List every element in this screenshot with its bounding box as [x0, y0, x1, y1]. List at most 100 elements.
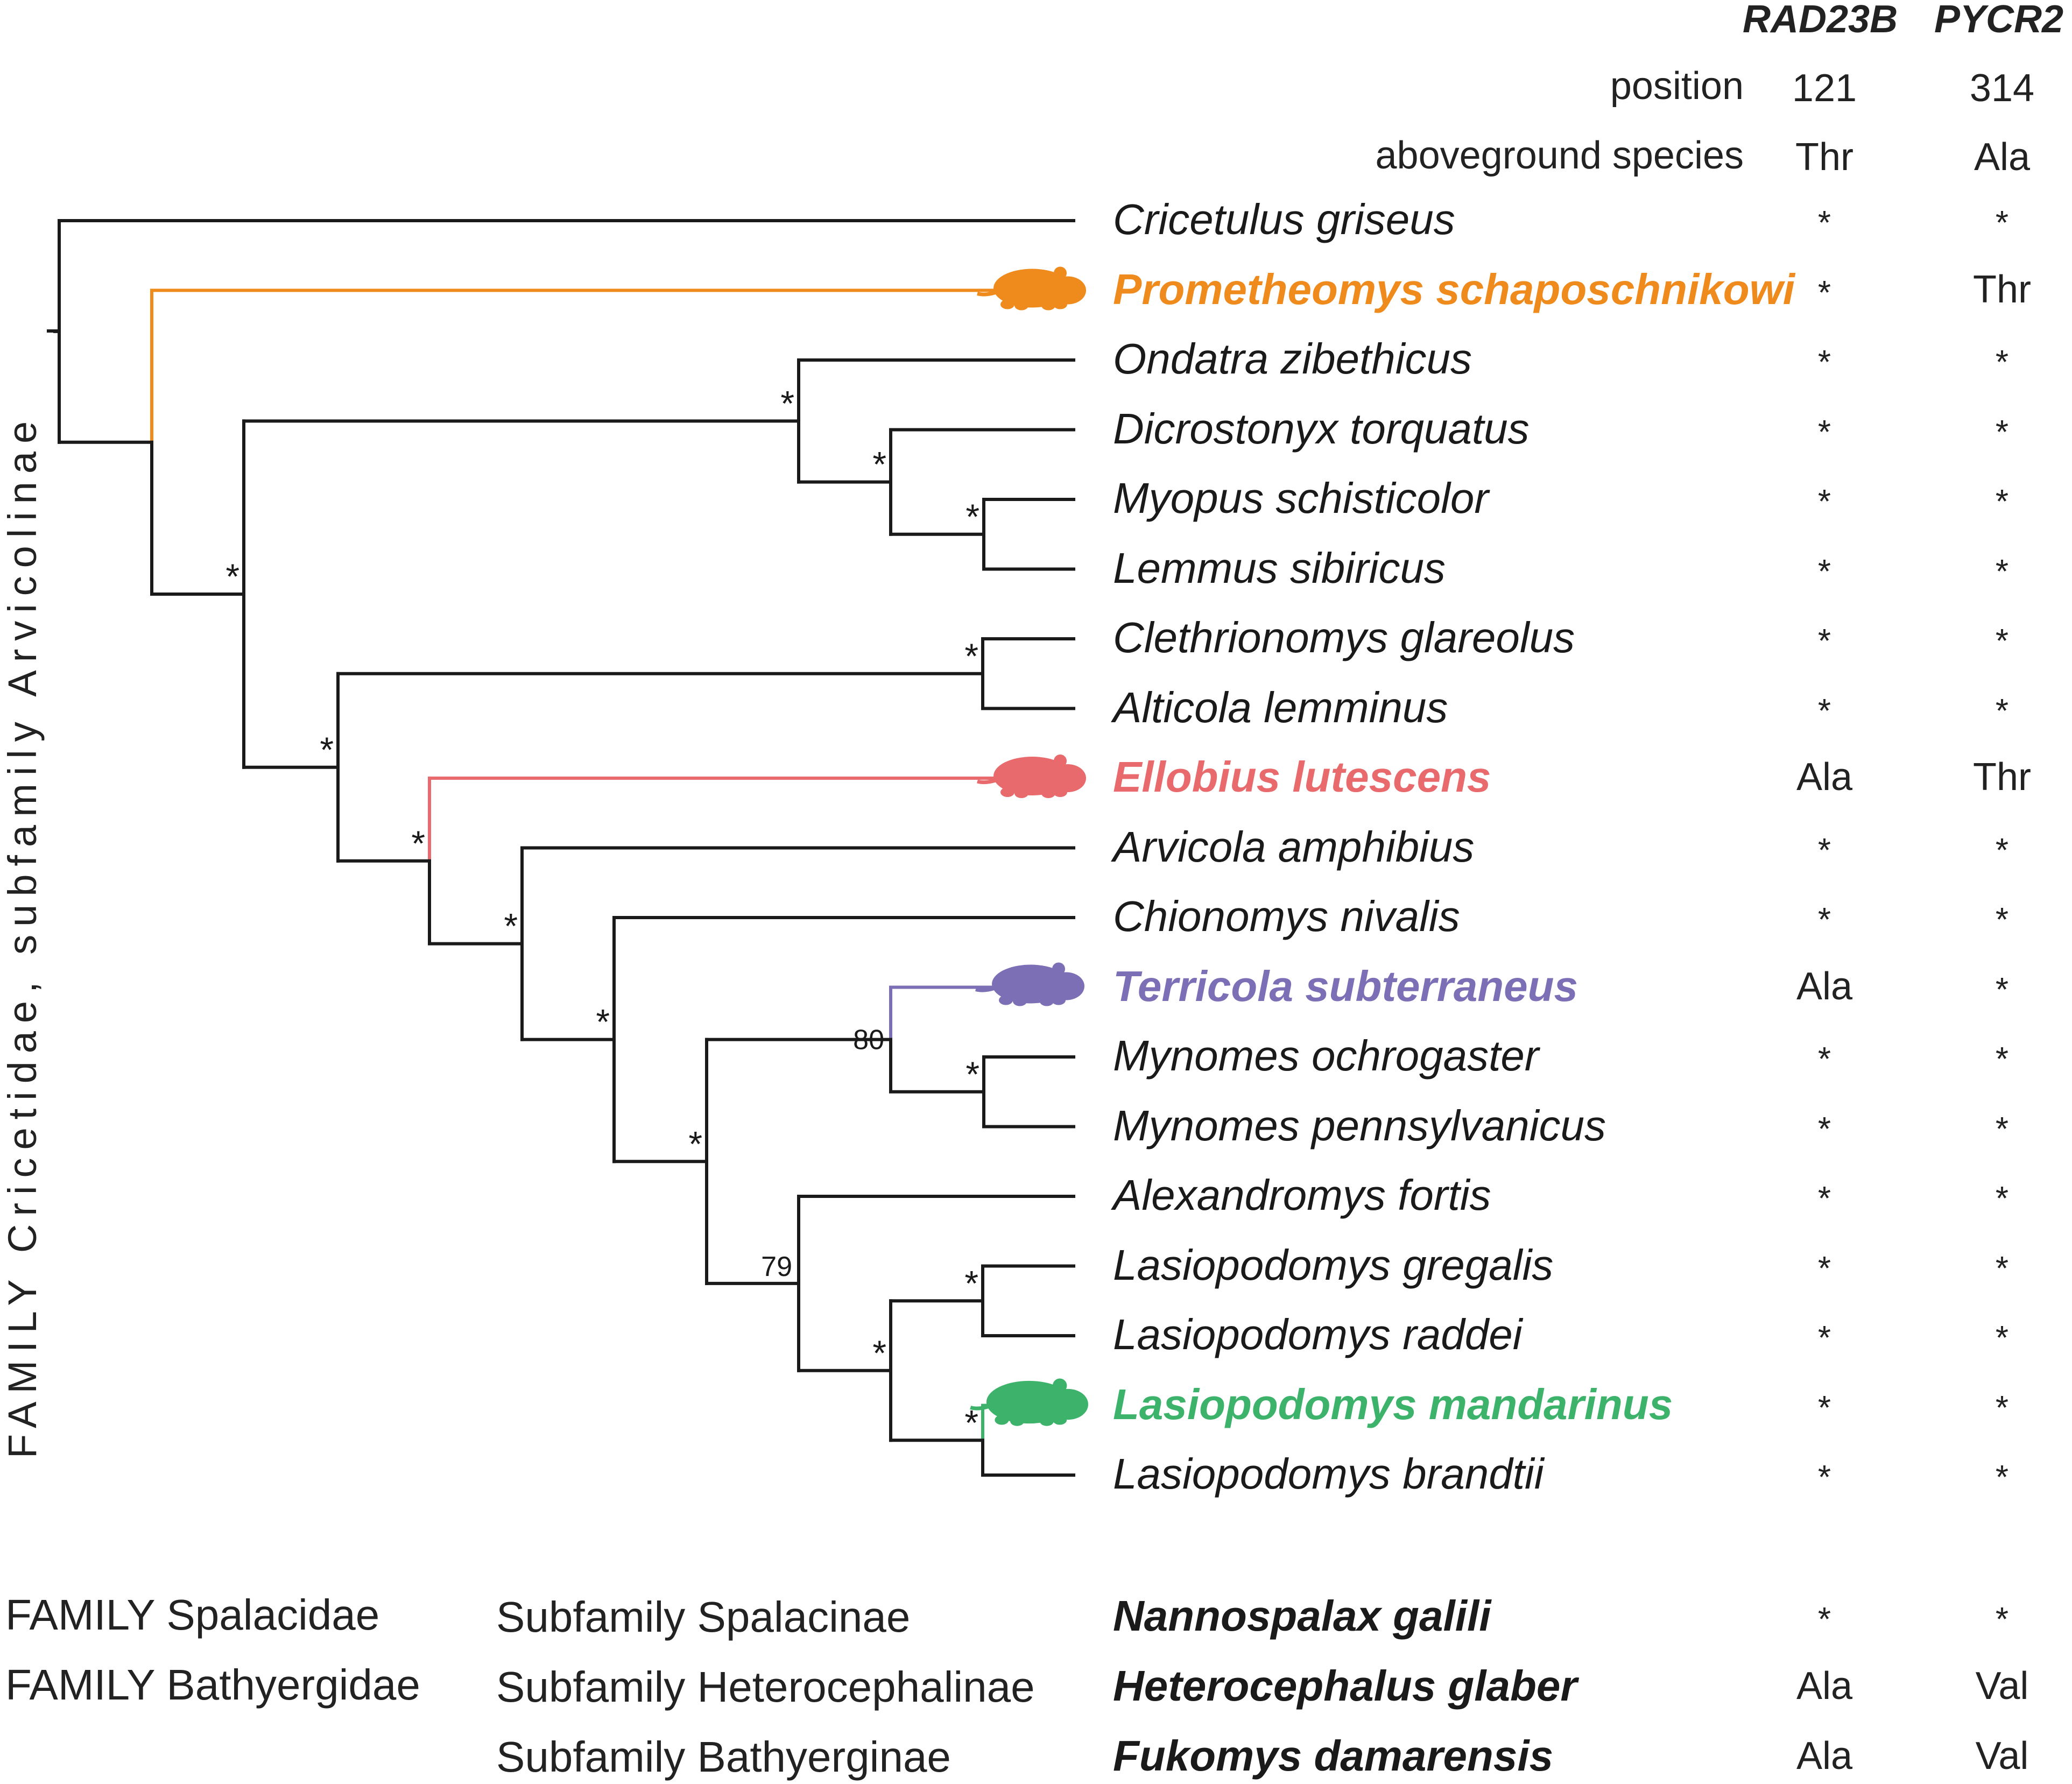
- pycr2-residue: *: [1995, 971, 2009, 1009]
- position-row-label: position: [1610, 65, 1744, 108]
- pycr2-residue: Thr: [1973, 756, 2031, 799]
- pycr2-residue: *: [1995, 1389, 2009, 1427]
- rad23b-residue: *: [1817, 692, 1831, 730]
- rad23b-residue: *: [1817, 1250, 1831, 1287]
- species-name: Lemmus sibiricus: [1113, 544, 1446, 592]
- rad23b-residue: *: [1817, 901, 1831, 939]
- branch-support-asterisk: *: [872, 445, 886, 484]
- outgroup-subfamily: Subfamily Bathyerginae: [496, 1733, 951, 1781]
- tree-branch: [889, 1038, 985, 1094]
- branch-support-80: 80: [853, 1025, 884, 1056]
- pycr2-residue: *: [1995, 1110, 2009, 1148]
- branch-support-asterisk: *: [596, 1002, 610, 1042]
- rad23b-residue: *: [1817, 1110, 1831, 1148]
- outgroup-family: FAMILY Spalacidae: [5, 1591, 380, 1639]
- species-name: Ellobius lutescens: [1113, 753, 1491, 801]
- species-name: Cricetulus griseus: [1113, 195, 1455, 243]
- pycr2-residue: *: [1995, 1601, 2009, 1638]
- aboveground-row-label: aboveground species: [1375, 134, 1744, 177]
- pycr2-residue: *: [1995, 901, 2009, 939]
- species-name: Clethrionomys glareolus: [1113, 614, 1575, 661]
- branch-support-asterisk: *: [225, 556, 239, 596]
- branch-support-79: 79: [761, 1251, 792, 1282]
- rad23b-residue: *: [1817, 1459, 1831, 1496]
- pycr2-residue: *: [1995, 831, 2009, 869]
- ellobius-branch: [428, 777, 1075, 863]
- pycr2-residue: Val: [1975, 1734, 2029, 1778]
- species-name: Lasiopodomys raddei: [1113, 1310, 1523, 1358]
- mole-vole-icon-orange: [977, 266, 1086, 311]
- branch-support-asterisk: *: [872, 1333, 886, 1373]
- rad23b-residue: *: [1817, 1320, 1831, 1357]
- aboveground-pycr2: Ala: [1974, 136, 2031, 179]
- outgroup-subfamily: Subfamily Heterocephalinae: [496, 1663, 1035, 1711]
- branch-support-asterisk: *: [320, 730, 334, 770]
- species-name: Alticola lemminus: [1113, 683, 1448, 731]
- outgroup-subfamily: Subfamily Spalacinae: [496, 1593, 911, 1641]
- outgroup-family: FAMILY Bathyergidae: [5, 1661, 420, 1709]
- species-name: Prometheomys schaposchnikowi: [1113, 265, 1795, 313]
- rad23b-residue: *: [1817, 1601, 1831, 1638]
- pycr2-residue: *: [1995, 1250, 2009, 1287]
- pycr2-residue: *: [1995, 692, 2009, 730]
- branch-support-asterisk: *: [780, 383, 794, 423]
- rad23b-residue: *: [1817, 1389, 1831, 1427]
- gene-header-rad23b: RAD23B: [1743, 0, 1898, 41]
- branch-support-asterisk: *: [688, 1124, 702, 1164]
- rad23b-residue: Ala: [1796, 1665, 1853, 1708]
- pycr2-residue: *: [1995, 483, 2009, 520]
- rad23b-residue: *: [1817, 1041, 1831, 1078]
- species-name: Alexandromys fortis: [1113, 1171, 1491, 1219]
- rad23b-residue: *: [1817, 623, 1831, 660]
- rad23b-residue: *: [1817, 483, 1831, 520]
- outgroup-species: Heterocephalus glaber: [1113, 1662, 1577, 1710]
- species-name: Chionomys nivalis: [1113, 892, 1460, 940]
- species-name: Mynomes ochrogaster: [1113, 1032, 1539, 1080]
- vole-icon-purple: [975, 962, 1084, 1006]
- tree-branch: [428, 859, 524, 946]
- mandarin-vole-icon-green: [970, 1378, 1088, 1426]
- position-rad23b: 121: [1792, 67, 1857, 110]
- pycr2-residue: *: [1995, 1180, 2009, 1217]
- branch-support-asterisk: *: [965, 1054, 979, 1094]
- species-name: Ondatra zibethicus: [1113, 335, 1472, 383]
- rad23b-residue: *: [1817, 344, 1831, 381]
- pycr2-residue: *: [1995, 553, 2009, 590]
- pycr2-residue: *: [1995, 205, 2009, 242]
- rad23b-residue: *: [1817, 1180, 1831, 1217]
- pycr2-residue: Val: [1975, 1665, 2029, 1708]
- branch-support-asterisk: *: [411, 823, 425, 863]
- species-name: Myopus schisticolor: [1113, 474, 1489, 522]
- species-name: Lasiopodomys brandtii: [1113, 1450, 1544, 1498]
- prometheomys-branch: [150, 288, 1075, 444]
- pycr2-residue: *: [1995, 413, 2009, 451]
- outgroup-species: Fukomys damarensis: [1113, 1732, 1554, 1780]
- pycr2-residue: *: [1995, 1041, 2009, 1078]
- species-name: Lasiopodomys mandarinus: [1113, 1380, 1673, 1428]
- pycr2-residue: *: [1995, 623, 2009, 660]
- branch-support-asterisk: *: [965, 497, 979, 537]
- rad23b-residue: *: [1817, 205, 1831, 242]
- aboveground-rad23b: Thr: [1795, 136, 1853, 179]
- pycr2-residue: *: [1995, 1459, 2009, 1496]
- rad23b-residue: Ala: [1796, 1734, 1853, 1778]
- tree-branch: [981, 1439, 1075, 1477]
- species-name: Lasiopodomys gregalis: [1113, 1240, 1554, 1289]
- branch-support-asterisk: *: [964, 1263, 978, 1303]
- pycr2-residue: *: [1995, 1320, 2009, 1357]
- position-pycr2: 314: [1969, 67, 2035, 110]
- species-name: Mynomes pennsylvanicus: [1113, 1101, 1606, 1150]
- rad23b-residue: *: [1817, 553, 1831, 590]
- rad23b-residue: Ala: [1796, 964, 1853, 1008]
- pycr2-residue: Thr: [1973, 267, 2031, 311]
- rad23b-residue: *: [1817, 831, 1831, 869]
- tree-branch: [150, 440, 245, 596]
- branch-support-asterisk: *: [964, 1402, 978, 1442]
- pycr2-residue: *: [1995, 344, 2009, 381]
- species-name: Arvicola amphibius: [1113, 822, 1475, 871]
- gene-header-pycr2: PYCR2: [1934, 0, 2064, 41]
- rad23b-residue: Ala: [1796, 756, 1853, 799]
- outgroup-species: Nannospalax galili: [1113, 1592, 1491, 1640]
- rad23b-residue: *: [1817, 274, 1831, 312]
